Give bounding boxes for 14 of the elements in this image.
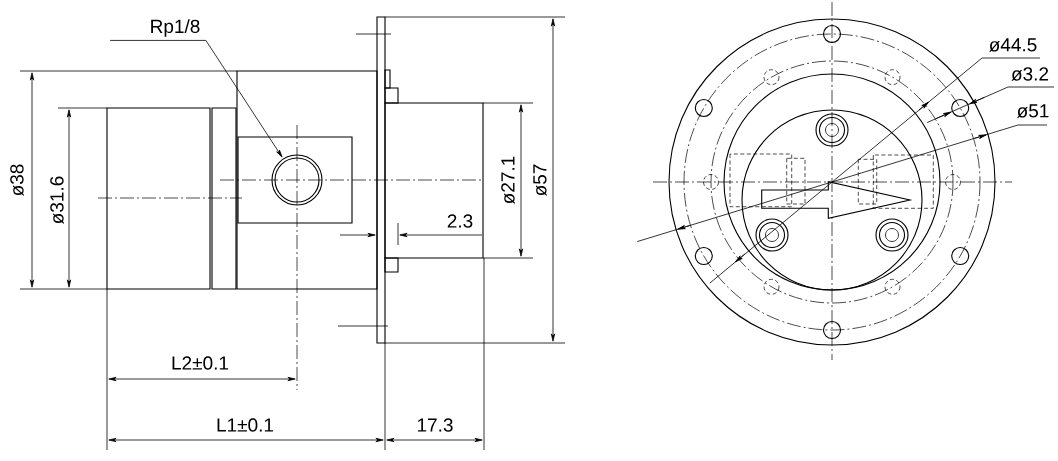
- dimension-label: ø57: [533, 164, 547, 196]
- dimension-label: ø51: [1017, 104, 1049, 118]
- callout-label: Rp1/8: [151, 19, 200, 37]
- dimension-label: 2.3: [447, 214, 473, 228]
- dimension-label: ø3.2: [1011, 67, 1049, 81]
- dimension-label: 17.3: [417, 418, 453, 432]
- dimension-label: L1±0.1: [217, 418, 274, 432]
- dimension-label: ø44.5: [989, 38, 1037, 52]
- leader-line: [109, 40, 283, 158]
- dimension-label: ø31.6: [50, 176, 64, 224]
- dimension-label: L2±0.1: [172, 356, 229, 370]
- dimension-label: ø38: [10, 164, 24, 196]
- port-circle: [271, 154, 323, 206]
- dimension-label: ø27.1: [501, 156, 515, 204]
